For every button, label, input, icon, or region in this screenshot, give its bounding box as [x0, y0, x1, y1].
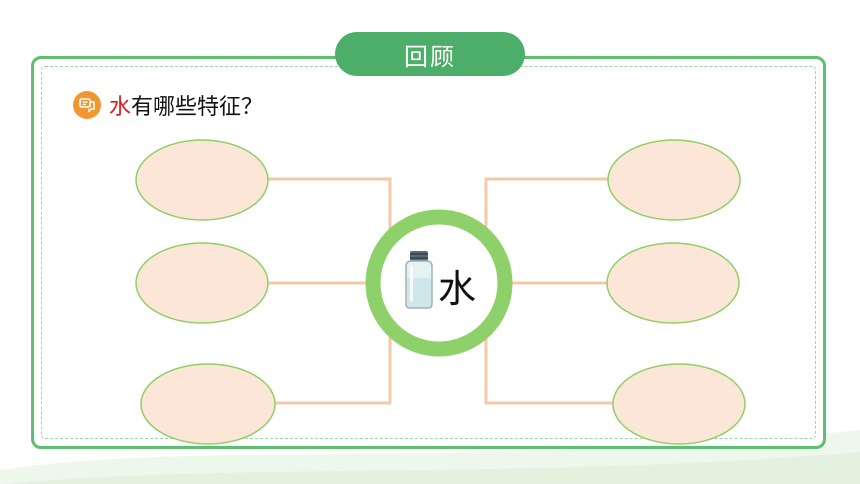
title-pill: 回顾 [335, 32, 525, 76]
answer-bubble-left-bottom[interactable] [140, 363, 276, 445]
question: 水 有哪些特征？ [73, 89, 263, 121]
answer-bubbles [135, 139, 746, 445]
connector-left-top [268, 177, 392, 236]
title-text: 回顾 [404, 42, 456, 71]
connector-right-bottom [484, 330, 615, 405]
answer-bubble-right-bottom[interactable] [612, 363, 746, 445]
water-bottle-icon [405, 251, 433, 309]
answer-bubble-left-middle[interactable] [135, 242, 269, 324]
answer-bubble-left-top[interactable] [135, 139, 269, 221]
connector-lines [268, 177, 615, 405]
question-keyword: 水 [109, 95, 132, 120]
center-label: 水 [438, 267, 477, 311]
answer-bubble-right-middle[interactable] [606, 242, 740, 324]
connector-right-top [484, 177, 610, 236]
speech-bubble-icon [73, 91, 101, 119]
connector-left-bottom [275, 330, 392, 405]
center-ring [365, 209, 513, 357]
answer-bubble-right-top[interactable] [607, 139, 741, 221]
question-text: 有哪些特征？ [131, 95, 264, 120]
